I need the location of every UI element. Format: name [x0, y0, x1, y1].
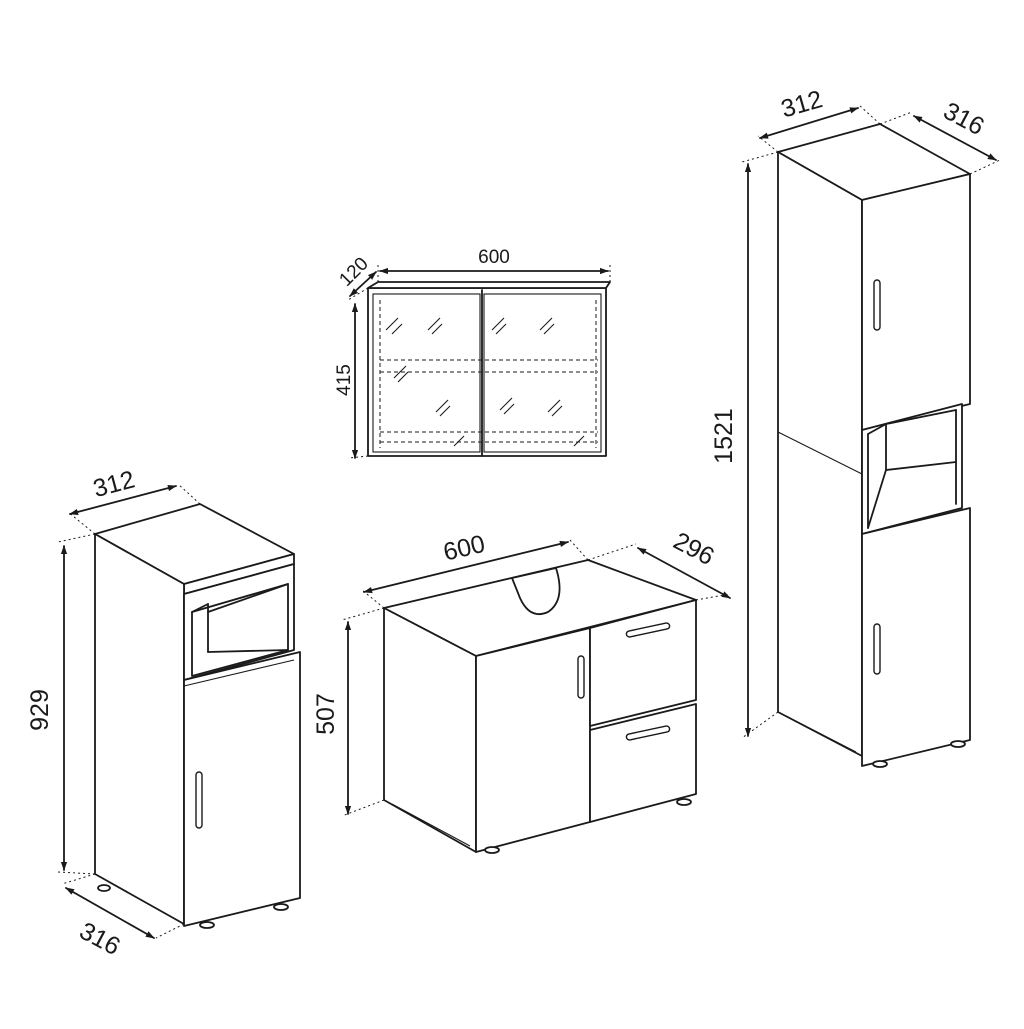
vanity-height-label: 507 — [312, 693, 340, 735]
vanity-width-label: 600 — [441, 530, 488, 567]
mirror-depth-dimension-line — [349, 271, 377, 297]
tall-cabinet-lower-door — [861, 507, 971, 767]
tall-cabinet-depth-label: 316 — [939, 97, 989, 141]
vanity-drawer-bottom — [589, 703, 697, 823]
low-cabinet-door — [183, 651, 301, 927]
tall-cabinet-upper-door — [861, 173, 971, 431]
low-cabinet-depth-dimension-line — [65, 887, 155, 939]
vanity-drawer-top — [589, 599, 697, 727]
vanity-unit: 600 296 507 — [312, 527, 731, 854]
vanity-width-dimension-line — [363, 540, 569, 594]
mirror-door-right — [483, 293, 602, 453]
low-cabinet-door-handle — [195, 771, 203, 829]
tall-cabinet-open-shelf — [861, 403, 963, 535]
low-cabinet-depth-label: 316 — [75, 917, 125, 961]
low-cabinet-height-label: 929 — [26, 689, 54, 731]
vanity-drawer-bottom-handle — [625, 725, 671, 741]
low-cabinet-side — [94, 533, 185, 925]
vanity-door-handle — [577, 655, 585, 699]
mirror-width-label: 600 — [478, 247, 510, 268]
tall-cabinet-side — [777, 151, 863, 757]
low-cabinet-width-dimension-line — [69, 485, 177, 515]
tall-cabinet-width-dimension-line — [759, 107, 859, 139]
tall-cabinet-lower-handle — [873, 623, 881, 675]
vanity-depth-label: 296 — [669, 527, 719, 571]
mirror-height-label: 415 — [334, 364, 355, 396]
tall-cabinet-upper-handle — [873, 279, 881, 331]
tall-cabinet-height-label: 1521 — [710, 408, 738, 464]
tall-cabinet-depth-dimension-line — [913, 115, 997, 161]
low-cabinet: 312 929 316 — [26, 465, 301, 961]
vanity-door — [475, 627, 591, 853]
glass-reflections — [385, 317, 585, 447]
mirror-door-left — [372, 293, 481, 453]
tall-cabinet-width-label: 312 — [778, 85, 826, 123]
vanity-drawer-top-handle — [625, 622, 671, 638]
mirror-depth-label: 120 — [335, 253, 372, 290]
vanity-depth-dimension-line — [637, 547, 731, 599]
tall-cabinet: 312 316 1521 — [710, 85, 1001, 768]
mirror-cabinet: 600 120 415 — [334, 247, 611, 459]
